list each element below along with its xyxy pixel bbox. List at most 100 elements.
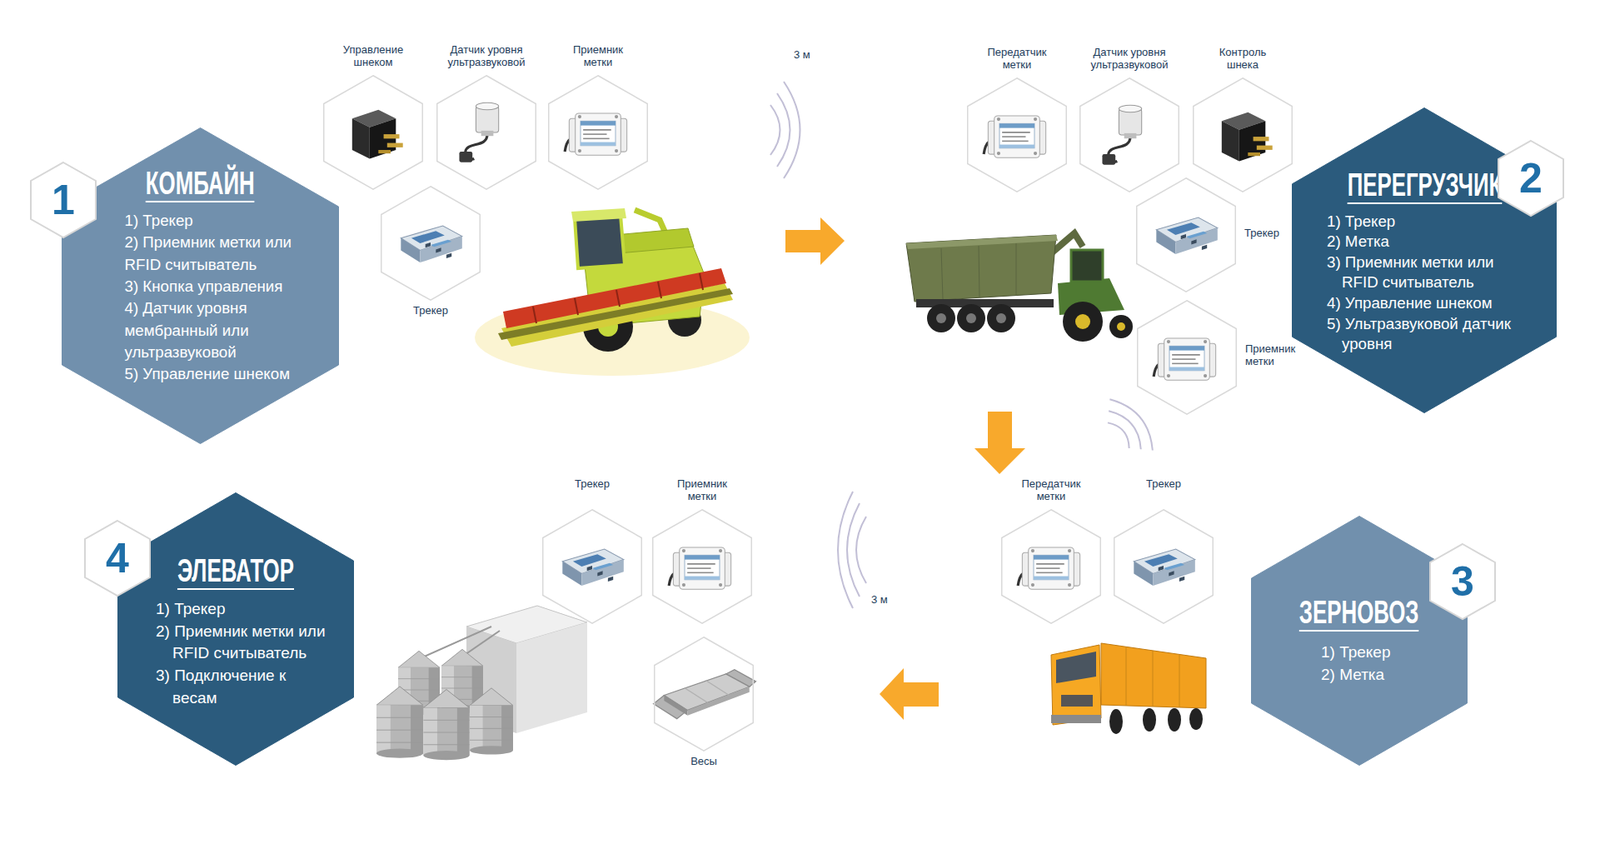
device-label: Весы	[678, 754, 729, 768]
grain-cart-illustration	[966, 313, 977, 324]
stage-title: ЭЛЕВАТОР	[177, 553, 295, 590]
combine-illustration	[616, 289, 620, 307]
radio-waves	[777, 93, 791, 167]
grain-truck-illustration	[1061, 694, 1093, 707]
hexagon-outline	[1001, 508, 1102, 624]
stage-hexagon: ЗЕРНОВОЗ1) Трекер2) Метка	[1251, 515, 1468, 766]
hexagon-shape	[1114, 509, 1214, 624]
device-label: Трекер	[1130, 477, 1197, 490]
grain-truck-illustration	[1051, 642, 1207, 734]
device-icons	[1156, 217, 1218, 255]
list-item: 4) Управление шнеком	[1326, 293, 1524, 315]
list-item: 2) Метка	[1326, 231, 1524, 253]
elevator-illustration	[376, 605, 588, 760]
device-hexagon: Приемник метки	[652, 508, 753, 624]
radio-waves	[1096, 391, 1162, 461]
step-number-hexagon: 2	[1497, 139, 1565, 217]
grain-truck-illustration	[1056, 651, 1097, 683]
stage-hexagon: КОМБАЙН 1) Трекер2) Приемник метки или RF…	[61, 127, 339, 444]
elevator-illustration	[376, 686, 424, 758]
combine-illustration	[657, 281, 662, 299]
hexagon-outline	[380, 185, 481, 301]
grain-truck-illustration	[1101, 642, 1207, 708]
stage-title: КОМБАЙН	[145, 165, 255, 203]
hexagon-outline	[1136, 299, 1237, 415]
device-label: Приемник метки	[567, 43, 630, 69]
device-label: Передатчик метки	[1013, 477, 1089, 503]
title-row: КОМБАЙН	[61, 165, 339, 203]
elevator-illustration	[462, 630, 500, 657]
grain-truck-illustration	[1167, 707, 1182, 732]
hexagon-shape	[654, 637, 754, 752]
grain-cart-illustration	[986, 304, 1016, 333]
grain-cart-illustration	[1062, 301, 1103, 342]
elevator-illustration	[423, 689, 469, 761]
hexagon-shape	[381, 186, 481, 301]
hexagon-shape	[1292, 107, 1557, 413]
device-icons	[458, 102, 499, 162]
device-label: Приемник метки	[671, 477, 734, 503]
hexagon-shape	[967, 78, 1067, 193]
grain-cart-illustration	[1071, 249, 1103, 282]
device-hexagon: Управление шнеком	[323, 74, 424, 190]
number-holder: 3	[1429, 543, 1496, 620]
combine-illustration	[474, 208, 750, 376]
device-hexagon: Приемник метки	[1136, 299, 1237, 415]
device-label: Контроль шнека	[1209, 45, 1277, 71]
radio-waves	[856, 516, 867, 584]
grain-cart-illustration	[1016, 243, 1017, 296]
device-icons	[653, 669, 757, 719]
grain-truck-illustration	[1051, 714, 1102, 723]
flow-arrow	[785, 217, 1026, 720]
device-hexagon: Трекер	[1113, 508, 1214, 624]
grain-cart-illustration	[1075, 314, 1091, 329]
hexagon-shape	[1080, 78, 1180, 193]
step-number-hexagon: 1	[29, 161, 97, 239]
hexagon-shape	[543, 509, 643, 624]
step-number: 4	[105, 537, 130, 579]
stage-title: ПЕРЕГРУЗЧИК	[1346, 167, 1502, 205]
grain-cart-illustration	[957, 304, 986, 333]
step-number: 3	[1450, 560, 1475, 603]
hexagon-outline	[1079, 77, 1180, 193]
device-icons	[1101, 104, 1142, 165]
list-item: 5) Управление шнеком	[124, 363, 293, 385]
device-icons	[983, 115, 1047, 158]
number-holder: 4	[84, 519, 151, 597]
device-label: Датчик уровня ультразвуковой	[438, 43, 535, 69]
device-icons	[1017, 547, 1081, 589]
elevator-illustration	[420, 626, 492, 658]
distance-label: 3 м	[793, 48, 811, 61]
item-list: 1) Трекер2) Приемник метки или RFID счит…	[124, 209, 293, 386]
hexagon-outline	[1136, 177, 1237, 293]
step-number-hexagon: 3	[1429, 543, 1496, 620]
grain-truck-illustration	[1126, 647, 1127, 706]
list-item: 2) Метка	[1320, 662, 1446, 686]
elevator-illustration	[516, 622, 588, 733]
radio-waves	[1109, 391, 1162, 450]
combine-illustration	[614, 228, 694, 254]
device-icons	[352, 109, 404, 160]
device-icons	[562, 548, 624, 586]
grain-cart-illustration	[927, 304, 956, 333]
hexagon-shape	[1136, 178, 1237, 293]
device-label: Передатчик метки	[979, 45, 1055, 71]
device-hexagon: Передатчик метки	[966, 77, 1067, 193]
list-item: 1) Трекер	[1320, 640, 1446, 663]
list-item: 5) Ультразвуковой датчик уровня	[1326, 314, 1524, 355]
combine-illustration	[533, 306, 537, 324]
hexagon-shape	[548, 75, 648, 190]
hexagon-shape	[118, 493, 354, 766]
list-item: 1) Трекер	[155, 598, 335, 621]
list-item: 1) Трекер	[124, 209, 293, 232]
hexagon-outline	[323, 74, 424, 190]
hexagon-outline	[966, 77, 1067, 193]
item-list: 1) Трекер2) Метка3) Приемник метки или R…	[1326, 211, 1524, 355]
step-number: 2	[1519, 157, 1543, 200]
grain-truck-illustration	[1051, 644, 1102, 725]
hexagon-outline	[652, 508, 753, 624]
hexagon-shape	[30, 162, 96, 238]
grain-truck-illustration	[1189, 707, 1203, 730]
radio-waves	[1108, 404, 1148, 449]
